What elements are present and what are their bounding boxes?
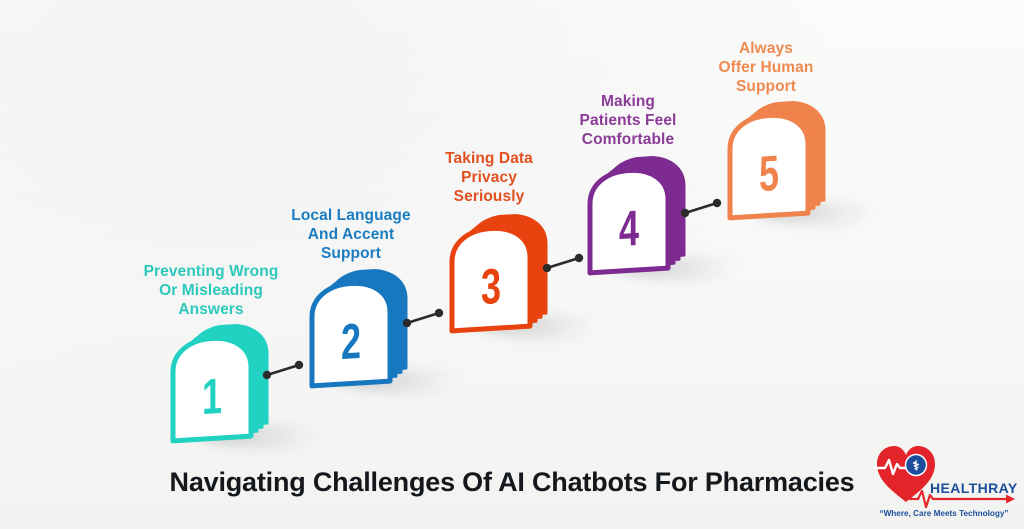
milestone-2: 2 [309,269,408,389]
step-label-line: Offer Human [718,59,814,76]
step-label-line: Support [320,245,382,262]
step-label-3: Taking Data Privacy Seriously [394,149,584,206]
milestone-face [170,335,254,444]
connector-dot [680,208,690,218]
healthray-logo: ⚕ HEALTHRAY “Where, Care Meets Technolog… [872,446,1018,518]
step-number: 3 [481,259,501,315]
arrow-head-icon [1006,494,1015,504]
milestone-face [309,280,393,389]
caduceus-icon: ⚕ [912,458,919,473]
logo-wordmark: HEALTHRAY [930,480,1018,496]
page-title: Navigating Challenges Of AI Chatbots For… [169,467,855,497]
step-label-line: Comfortable [581,131,675,148]
step-label-line: Patients Feel [579,112,677,129]
step-label-line: Always [738,40,794,57]
step-label-5: Always Offer Human Support [671,39,861,96]
connector-line [266,363,300,377]
connector-dot [294,360,304,370]
step-label-line: Or Misleading [159,282,263,299]
connector-4-5 [680,198,722,218]
milestone-3: 3 [449,214,548,334]
ekg-arrow-line-icon [908,489,1010,509]
ekg-line-icon [872,458,910,476]
connector-2-3 [402,308,444,328]
connector-1-2 [262,360,304,380]
milestone-face [587,167,671,276]
step-number: 5 [759,146,779,202]
step-label-2: Local Language And Accent Support [256,206,446,263]
step-label-line: Making [601,93,655,110]
milestone-4: 4 [587,156,686,276]
connector-dot [574,253,584,263]
milestone-5: 5 [727,101,826,221]
milestone-face [727,112,811,221]
connector-dot [712,198,722,208]
step-label-line: Local Language [291,207,411,224]
connector-dot [542,263,552,273]
step-number: 1 [202,369,222,425]
milestone-face [449,225,533,334]
connector-dot [402,318,412,328]
step-label-1: Preventing Wrong Or Misleading Answers [116,262,306,319]
milestone-1: 1 [170,324,269,444]
step-label-4: Making Patients Feel Comfortable [533,92,723,149]
logo-tagline: “Where, Care Meets Technology” [879,509,1008,518]
step-label-line: Taking Data [445,150,533,167]
step-label-line: Seriously [453,188,525,205]
step-label-line: Support [735,78,797,95]
connector-line [684,201,718,215]
step-number: 2 [341,314,361,370]
step-label-line: Answers [178,301,244,318]
step-label-line: Preventing Wrong [143,263,279,280]
connector-line [546,256,580,270]
step-label-line: And Accent [307,226,395,243]
heart-icon [877,446,935,502]
medical-badge-icon [904,453,928,477]
step-number: 4 [619,201,639,257]
connector-line [406,311,440,325]
connector-dot [434,308,444,318]
connector-dot [262,370,272,380]
step-label-line: Privacy [461,169,517,186]
connector-3-4 [542,253,584,273]
